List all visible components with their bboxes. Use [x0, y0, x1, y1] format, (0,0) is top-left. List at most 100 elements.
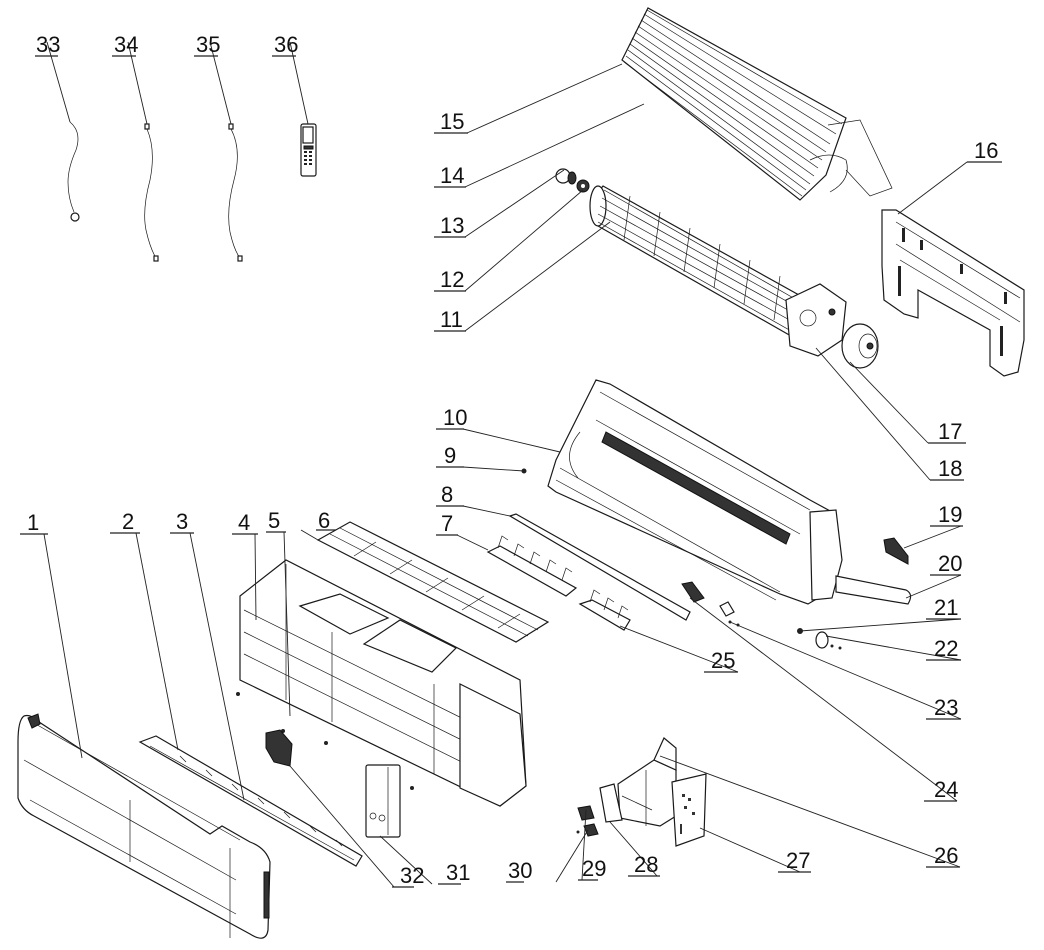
- callout-5: 5: [266, 508, 286, 533]
- callout-16: 16: [967, 138, 1002, 163]
- bearing-holder-13: [555, 168, 577, 185]
- callout-30: 30: [506, 858, 532, 883]
- callout-9: 9: [436, 443, 464, 468]
- cross-flow-fan-11: [589, 185, 810, 341]
- svg-text:26: 26: [934, 843, 958, 868]
- svg-text:4: 4: [238, 510, 250, 535]
- svg-text:7: 7: [441, 511, 453, 536]
- front-case-4: [239, 559, 527, 807]
- svg-text:2: 2: [122, 509, 134, 534]
- wall-mounting-plate-16: [881, 209, 1025, 377]
- callout-2: 2: [110, 509, 140, 534]
- callout-14: 14: [434, 163, 466, 188]
- callout-22: 22: [926, 636, 961, 661]
- svg-text:22: 22: [934, 636, 958, 661]
- terminal-board-28: [599, 783, 623, 823]
- callout-8: 8: [436, 482, 464, 507]
- svg-text:33: 33: [36, 32, 60, 57]
- callout-28: 28: [628, 852, 660, 877]
- svg-text:14: 14: [440, 163, 464, 188]
- svg-text:3: 3: [176, 509, 188, 534]
- callout-29: 29: [578, 856, 606, 881]
- callout-18: 18: [930, 456, 964, 481]
- front-panel-1: [17, 713, 271, 939]
- callout-17: 17: [928, 419, 966, 444]
- svg-text:19: 19: [938, 502, 962, 527]
- chassis-10: [547, 379, 843, 605]
- svg-text:32: 32: [400, 863, 424, 888]
- callout-labels: 1 2 3 4 5 6 7 8 9 10: [20, 32, 1002, 888]
- callout-10: 10: [436, 405, 467, 430]
- callout-27: 27: [778, 848, 811, 873]
- callout-7: 7: [436, 511, 458, 536]
- callout-25: 25: [704, 648, 738, 673]
- svg-text:31: 31: [446, 860, 470, 885]
- callout-11: 11: [434, 307, 466, 332]
- pcb-27: [671, 773, 707, 847]
- callout-21: 21: [926, 595, 961, 620]
- svg-text:27: 27: [786, 848, 810, 873]
- svg-text:36: 36: [274, 32, 298, 57]
- electric-box-26: [617, 737, 677, 827]
- svg-text:12: 12: [440, 267, 464, 292]
- sensor-wire-35: [228, 123, 243, 262]
- svg-text:8: 8: [441, 482, 453, 507]
- svg-text:21: 21: [934, 595, 958, 620]
- motor-bracket-18: [785, 283, 847, 357]
- callout-20: 20: [930, 551, 962, 576]
- svg-text:13: 13: [440, 213, 464, 238]
- svg-text:18: 18: [938, 456, 962, 481]
- bearing-12: [576, 179, 590, 193]
- callout-35: 35: [194, 32, 220, 57]
- callout-13: 13: [434, 213, 466, 238]
- sensor-wire-33: [67, 121, 80, 222]
- connector-30: [576, 823, 599, 837]
- svg-text:17: 17: [938, 419, 962, 444]
- svg-text:34: 34: [114, 32, 138, 57]
- louver-2: [138, 735, 363, 867]
- svg-text:35: 35: [196, 32, 220, 57]
- display-board-24: [681, 581, 705, 603]
- callout-15: 15: [434, 109, 468, 134]
- clip-19: [883, 537, 909, 565]
- terminal-block-32: [265, 729, 293, 767]
- svg-text:6: 6: [318, 508, 330, 533]
- callout-36: 36: [272, 32, 298, 57]
- svg-text:5: 5: [268, 508, 280, 533]
- svg-text:16: 16: [974, 138, 998, 163]
- drain-hose-20: [835, 575, 912, 605]
- swing-connecting-bar-8: [508, 513, 691, 621]
- callout-24: 24: [924, 777, 958, 802]
- swing-assembly-7: [486, 535, 578, 597]
- evaporator-14: [621, 7, 893, 201]
- svg-text:11: 11: [440, 307, 463, 332]
- svg-text:29: 29: [582, 856, 606, 881]
- svg-text:30: 30: [508, 858, 532, 883]
- callout-19: 19: [930, 502, 963, 527]
- svg-text:9: 9: [444, 443, 456, 468]
- svg-text:15: 15: [440, 109, 464, 134]
- callout-4: 4: [232, 510, 258, 535]
- swing-assembly-25: [578, 589, 631, 631]
- svg-text:23: 23: [934, 695, 958, 720]
- cap-22: [815, 631, 842, 650]
- svg-text:20: 20: [938, 551, 962, 576]
- callout-23: 23: [926, 695, 961, 720]
- electric-box-cover-31: [365, 764, 401, 838]
- callout-12: 12: [434, 267, 466, 292]
- remote-controller-36: [300, 123, 317, 177]
- callout-31: 31: [438, 860, 470, 885]
- svg-text:24: 24: [934, 777, 958, 802]
- callout-6: 6: [316, 508, 336, 533]
- air-filter-6: [316, 521, 550, 643]
- svg-text:28: 28: [634, 852, 658, 877]
- fan-motor-17: [841, 323, 879, 369]
- svg-text:25: 25: [711, 648, 735, 673]
- callout-26: 26: [926, 843, 960, 868]
- callout-33: 33: [35, 32, 60, 57]
- svg-text:10: 10: [443, 405, 467, 430]
- leader-lines: [43, 41, 968, 888]
- callout-32: 32: [392, 863, 424, 888]
- svg-text:1: 1: [27, 510, 39, 535]
